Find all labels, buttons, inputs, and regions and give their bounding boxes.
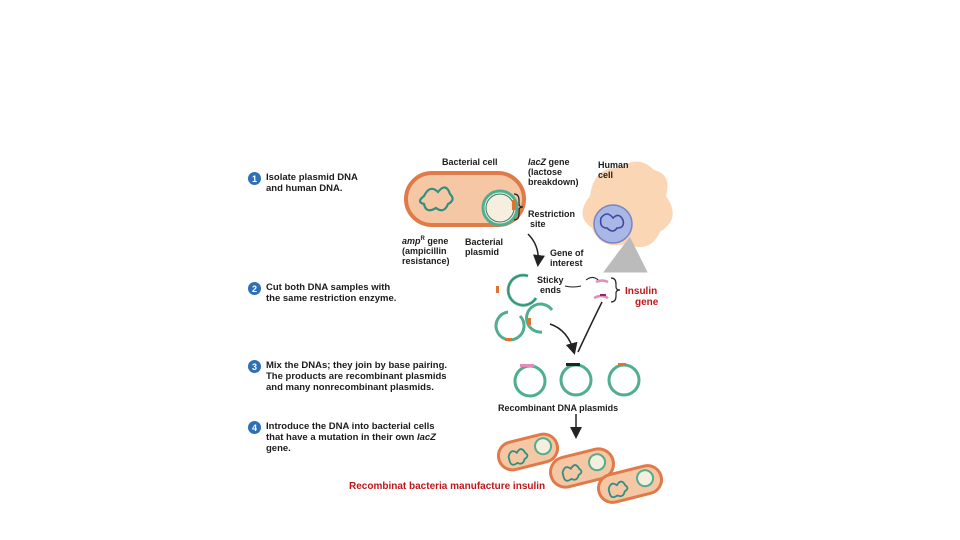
step-number: 4 bbox=[248, 421, 261, 434]
step-line: the same restriction enzyme. bbox=[266, 293, 397, 304]
step-line: Introduce the DNA into bacterial cells bbox=[266, 421, 435, 432]
insulin-gene-fragments bbox=[593, 279, 609, 300]
label-insulin-gene: Insulin gene bbox=[625, 286, 659, 308]
label-bacterial-cell: Bacterial cell bbox=[442, 157, 498, 167]
label-human-cell: Human cell bbox=[598, 160, 629, 180]
step-line: that have a mutation in their own lacZ bbox=[266, 432, 436, 443]
step-line: Mix the DNAs; they join by base pairing. bbox=[266, 360, 448, 371]
cut-plasmid bbox=[494, 310, 526, 342]
recombinant-plasmid bbox=[559, 363, 593, 397]
label-sticky-ends: Sticky ends bbox=[537, 275, 564, 295]
recombinant-bacterium bbox=[549, 447, 615, 489]
step-1: 1 Isolate plasmid DNA and human DNA. bbox=[248, 172, 358, 194]
label-restriction-site: Restriction site bbox=[528, 209, 576, 229]
step-3: 3 Mix the DNAs; they join by base pairin… bbox=[248, 360, 447, 393]
step-line: gene. bbox=[266, 443, 291, 454]
nucleus-icon bbox=[593, 204, 633, 244]
label-recombinant-plasmids: Recombinant DNA plasmids bbox=[498, 403, 619, 413]
step-number: 1 bbox=[248, 172, 261, 185]
label-amp-gene: ampR gene (ampicillin resistance) bbox=[402, 236, 450, 266]
cut-plasmid bbox=[525, 302, 554, 334]
step-number: 2 bbox=[248, 282, 261, 295]
label-lacz-gene: lacZ gene (lactose breakdown) bbox=[528, 157, 579, 187]
chromosome-icon bbox=[418, 186, 454, 212]
step-2: 2 Cut both DNA samples with the same res… bbox=[248, 282, 396, 304]
caption-bottom: Recombinat bacteria manufacture insulin bbox=[349, 481, 546, 492]
label-bacterial-plasmid: Bacterial plasmid bbox=[465, 237, 504, 257]
human-cell bbox=[582, 161, 673, 248]
recombinant-bacterium bbox=[597, 464, 663, 504]
recombinant-bacterium bbox=[496, 432, 560, 472]
plasmid-icon bbox=[481, 189, 519, 227]
cut-plasmid bbox=[496, 273, 538, 307]
step-4: 4 Introduce the DNA into bacterial cells… bbox=[248, 421, 436, 454]
step-line: The products are recombinant plasmids bbox=[266, 371, 447, 382]
recombinant-plasmid bbox=[513, 364, 547, 398]
label-gene-of-interest: Gene of interest bbox=[550, 248, 584, 268]
step-line: and many nonrecombinant plasmids. bbox=[266, 382, 434, 393]
step-line: Isolate plasmid DNA bbox=[266, 172, 358, 183]
step-line: and human DNA. bbox=[266, 183, 343, 194]
bacterial-cell bbox=[404, 171, 526, 227]
step-number: 3 bbox=[248, 360, 261, 373]
recombinant-plasmid bbox=[607, 363, 641, 397]
step-line: Cut both DNA samples with bbox=[266, 282, 391, 293]
